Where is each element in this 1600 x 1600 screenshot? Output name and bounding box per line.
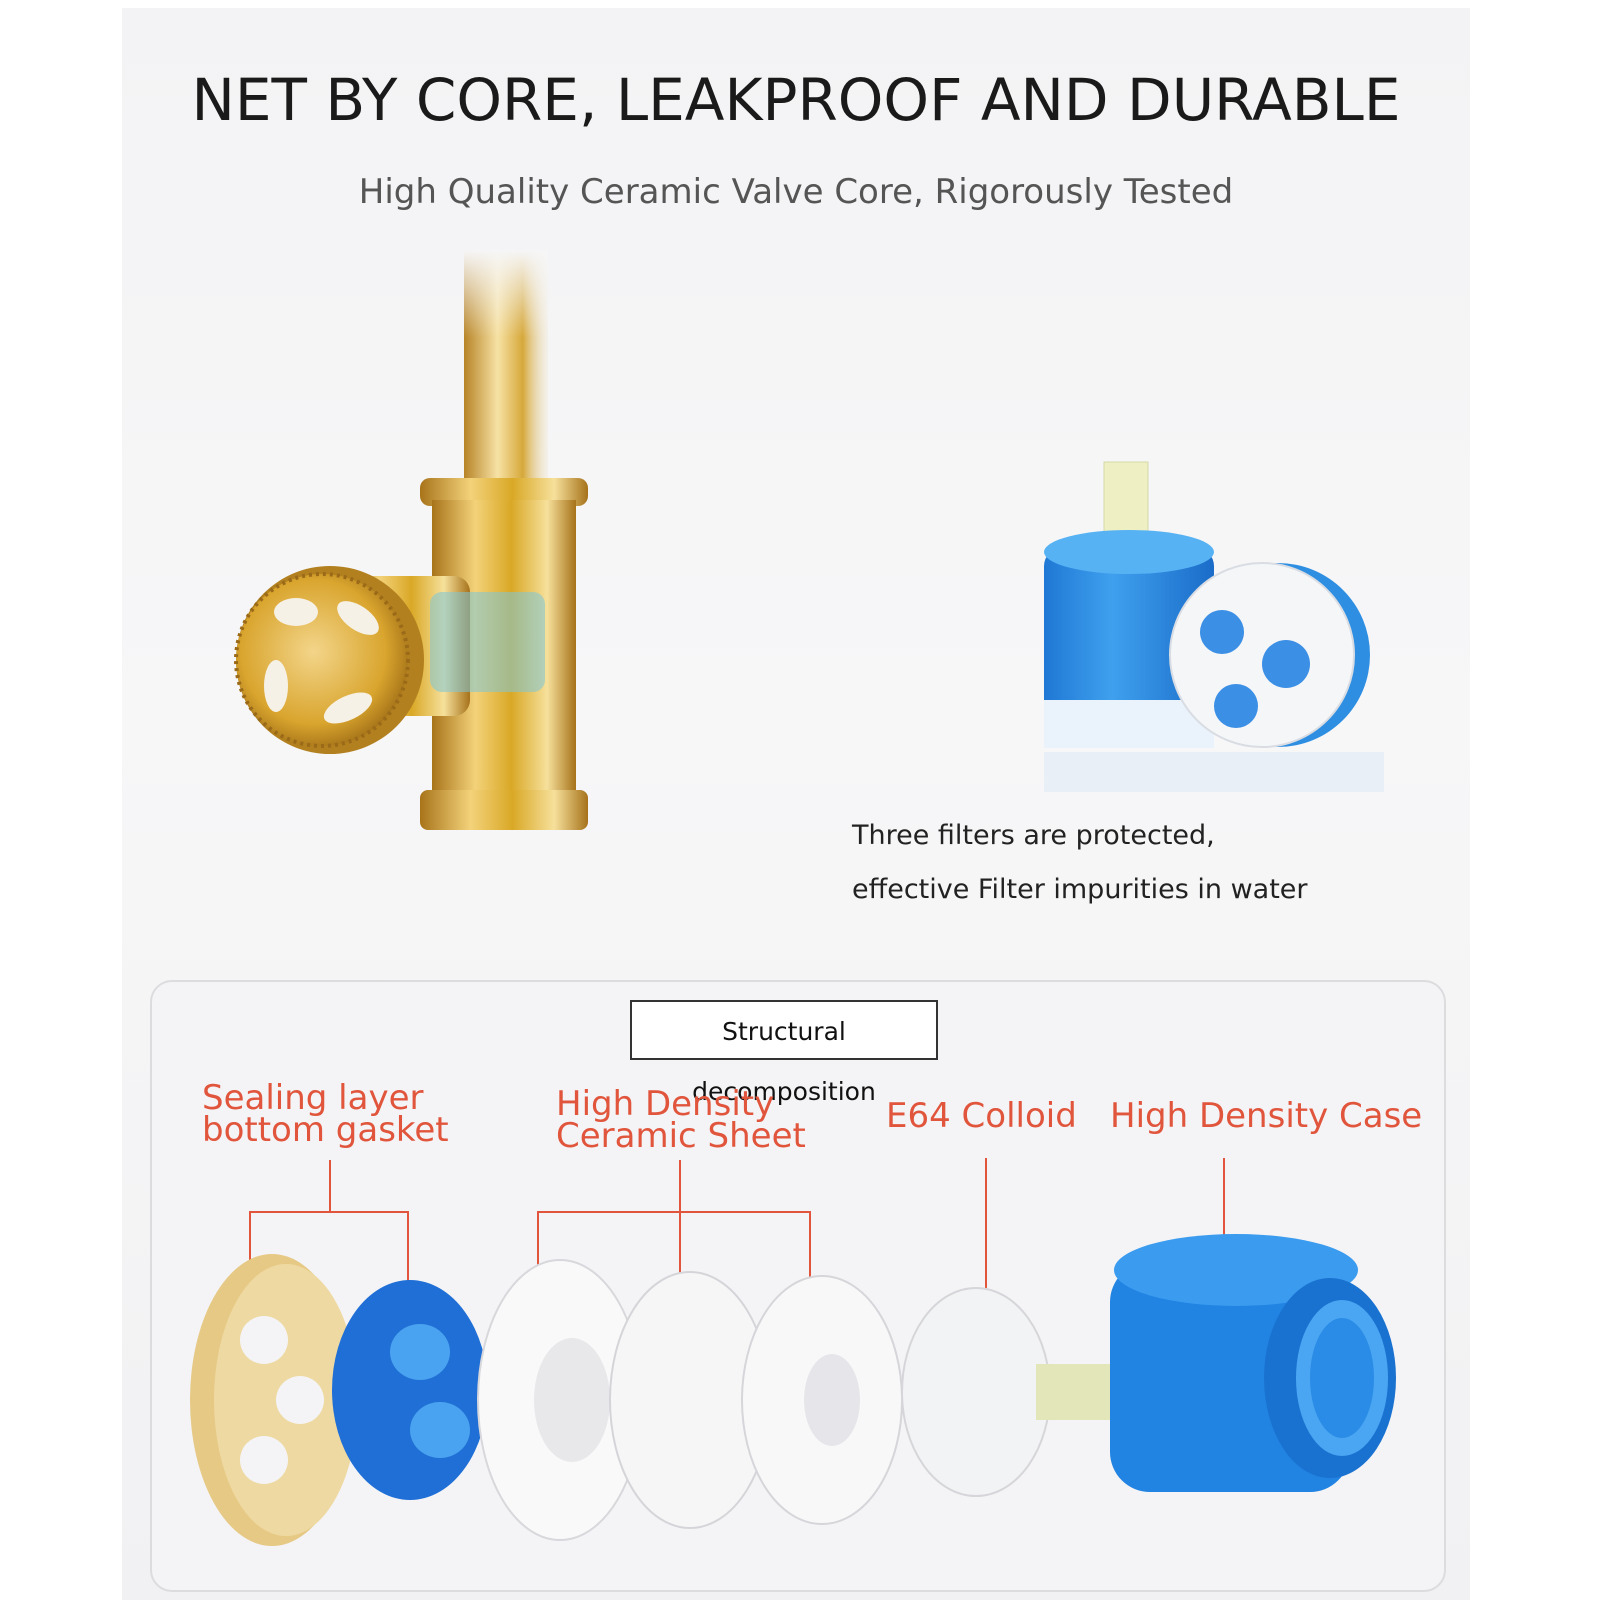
sealing-label-line2: bottom gasket [202,1110,449,1150]
ceramic-label-line1: High Density [556,1084,775,1124]
structure-title: Structural decomposition [630,1000,938,1106]
case-label: High Density Case [1110,1096,1423,1136]
ceramic-sheet-label: High Density Ceramic Sheet [556,1084,806,1156]
headline: NET BY CORE, LEAKPROOF AND DURABLE [191,66,1401,134]
sealing-gasket-label: Sealing layer bottom gasket [202,1078,449,1150]
sealing-label-line1: Sealing layer [202,1078,424,1118]
filter-caption-line2: effective Filter impurities in water [852,874,1308,905]
blue-case [1110,1234,1396,1492]
beige-gasket [190,1254,358,1546]
colloid-label: E64 Colloid [886,1096,1077,1136]
ceramic-label-line2: Ceramic Sheet [556,1116,806,1156]
ceramic-sheets [477,1259,903,1541]
blue-seal [332,1280,488,1500]
filter-caption-line1: Three filters are protected, [852,820,1215,851]
blue-cartridge-image [1044,461,1384,792]
subtitle: High Quality Ceramic Valve Core, Rigorou… [358,172,1234,212]
gold-faucet-image [234,250,588,830]
product-illustration [234,250,1384,830]
colloid-part [901,1287,1116,1497]
